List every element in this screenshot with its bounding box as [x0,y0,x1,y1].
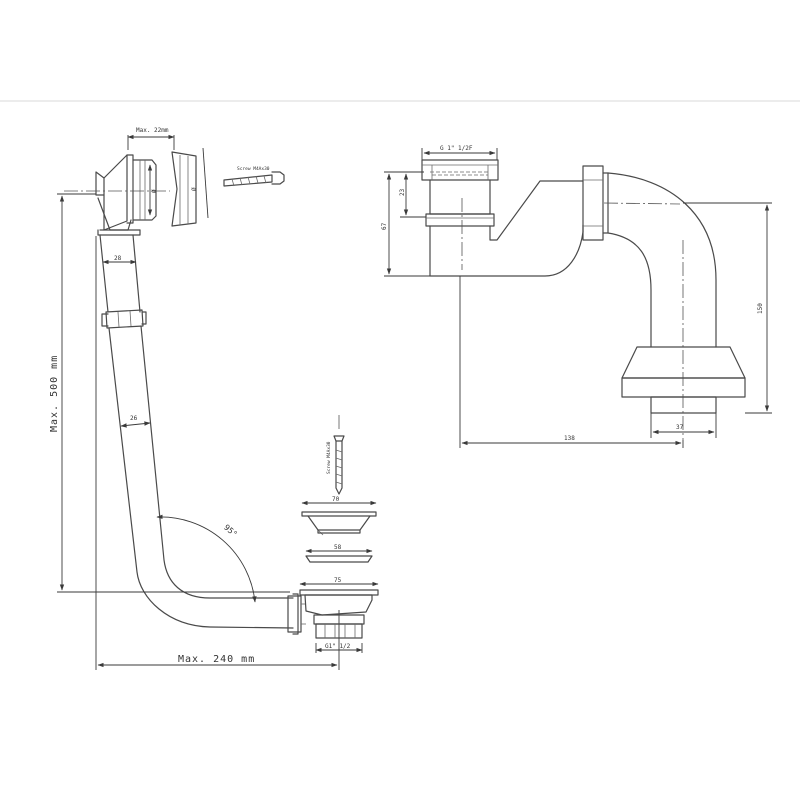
dim-23: 23 [399,188,406,196]
pipe-dim-upper: 28 [114,255,122,262]
angle-arc: 95° [156,514,257,603]
max-thickness-label: Max. 22mm [136,127,169,134]
waste-screw: Screw M4Ax30 [326,415,345,495]
max-width-label: Max. 240 mm [178,654,255,665]
fitting-dim-a: Ø [151,189,158,193]
max-thickness-dim: Max. 22mm [127,127,175,150]
coupling-nut [101,309,147,329]
trap-inlet-collar [425,213,495,227]
max-length-label: Max. 500 mm [49,355,60,432]
overflow-cover [171,151,197,227]
dim-138: 138 [564,435,575,442]
trap-assembly: G 1" 1/2F [381,145,772,448]
trap-bottom-flange [621,346,746,414]
main-pipe: 26 [108,325,294,629]
waste-parts: Screw M4Ax30 70 58 75 [299,415,379,653]
gasket-dim: 58 [334,544,342,551]
fitting-dim-b: Ø [191,187,198,191]
waste-thread-label: G1" 1/2 [325,643,351,650]
waste-cover: 70 [301,496,377,536]
max-length-dim: Max. 500 mm [49,193,290,593]
trap-dim-138: 138 [459,276,684,448]
waste-body: 75 G1" 1/2 [299,577,379,653]
overflow-head [64,154,170,236]
trap-dim-150: 150 [683,202,772,414]
waste-screw-label: Screw M4Ax30 [326,441,332,474]
trap-thread-dim: G 1" 1/2F [421,145,498,160]
overflow-screw-label: Screw M4Ax30 [237,166,270,172]
max-width-dim: Max. 240 mm [95,236,340,670]
trap-height-dims: 23 67 [381,171,430,277]
waste-gasket: 58 [305,544,373,563]
cover-dim: 70 [332,496,340,503]
waste-connector [287,593,306,635]
cover-dim-line [202,147,209,219]
trap-thread-label: G 1" 1/2F [440,145,473,152]
overflow-screw: Screw M4Ax30 [223,166,285,187]
trap-bend [429,180,584,277]
trap-dim-37: 37 [650,413,717,438]
dim-150: 150 [757,303,764,314]
trap-inlet-nut [421,159,499,215]
dim-37: 37 [676,424,684,431]
dim-67: 67 [381,222,388,230]
upper-pipe: 28 [99,234,141,313]
overflow-assembly: Screw M4Ax30 Max. 22mm Ø Ø 28 [49,127,340,670]
pipe-dim-lower: 26 [130,415,138,422]
body-dim: 75 [334,577,342,584]
trap-outlet-elbow [603,172,717,440]
angle-label: 95° [222,523,239,539]
